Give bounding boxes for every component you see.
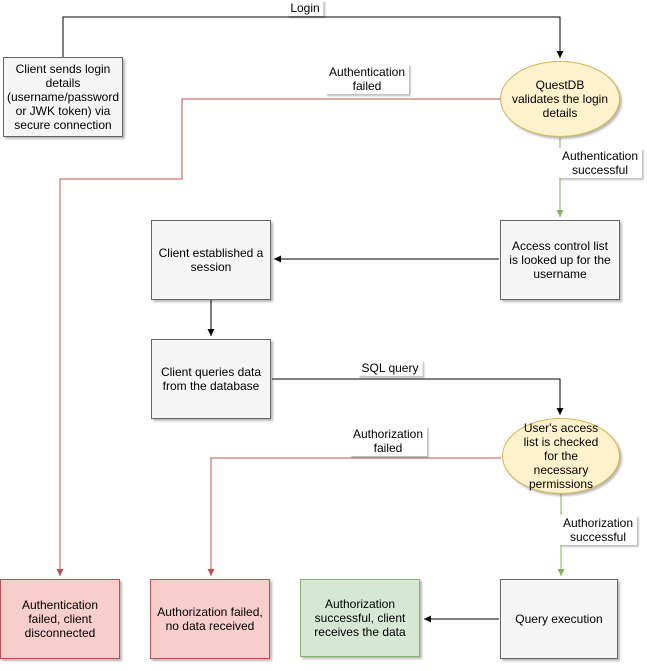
node-acl-lookup: Access control list is looked up for the… [500,220,620,300]
node-client-sends-login: Client sends login details (username/pas… [3,57,123,137]
node-authorization-failed: Authorization failed, no data received [150,579,270,659]
node-query-execution: Query execution [500,579,618,659]
edge-login [62,16,564,58]
node-access-check: User's access list is checked for the ne… [502,418,620,494]
edge-auth-failed [56,98,500,576]
edge-sql-query [272,378,564,415]
edge-authz-failed [207,457,501,576]
edge-label-sql-query: SQL query [357,360,423,377]
edge-label-login: Login [286,0,324,17]
node-questdb-validates: QuestDB validates the login details [500,61,620,137]
node-authorization-success: Authorization successful, client receive… [300,579,420,657]
edge-label-authorization-successful: Authorization successful [558,515,638,546]
edge-label-authentication-successful: Authentication successful [557,148,643,179]
edge-label-authentication-failed: Authentication failed [324,64,410,95]
node-client-session: Client established a session [151,220,271,300]
node-client-queries: Client queries data from the database [151,339,271,419]
edge-label-authorization-failed: Authorization failed [348,426,428,457]
node-authentication-failed: Authentication failed, client disconnect… [0,579,120,659]
